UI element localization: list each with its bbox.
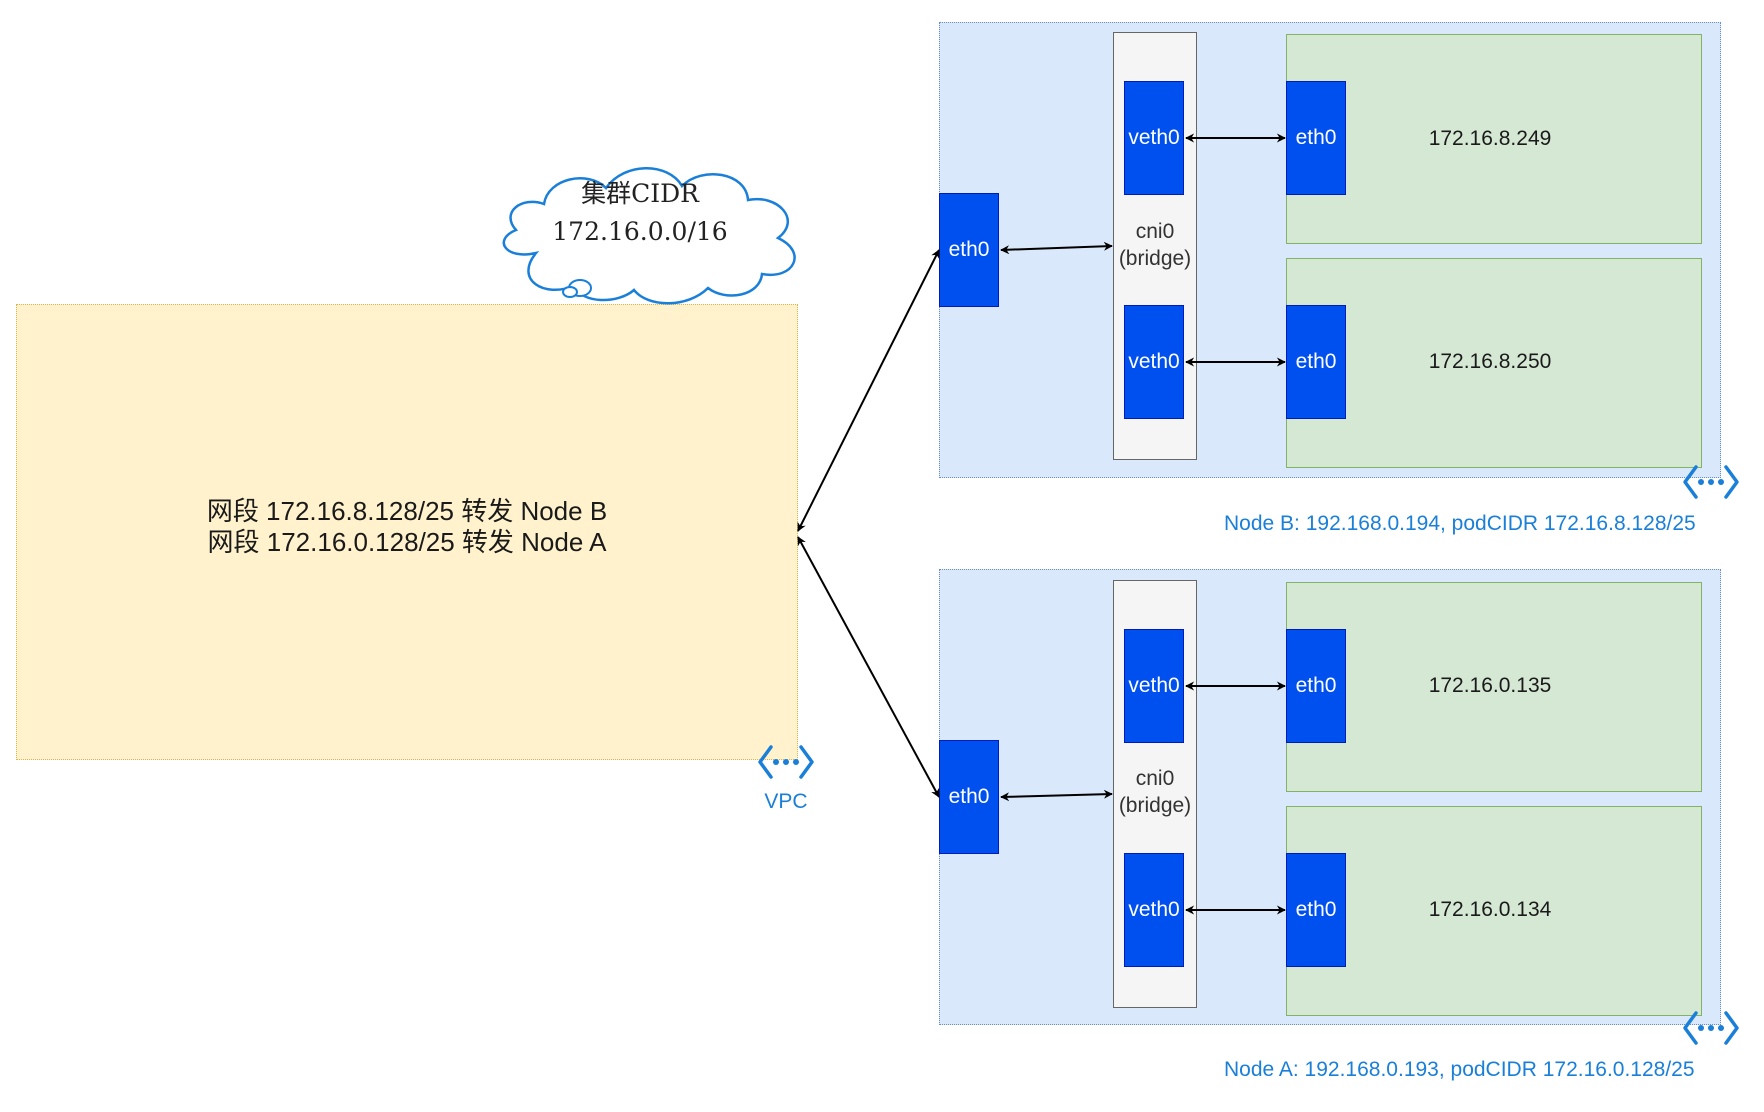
- node-b-eth0: eth0: [939, 193, 999, 307]
- node-b-pod-1: [1286, 34, 1702, 244]
- node-a-bridge-type: (bridge): [1118, 794, 1192, 817]
- node-b-bridge-type: (bridge): [1118, 247, 1192, 270]
- cluster-cidr-cloud: [478, 148, 818, 313]
- node-a-pod-2: [1286, 806, 1702, 1016]
- vpc-container: [16, 304, 798, 760]
- node-a-pod-1: [1286, 582, 1702, 792]
- route-node-b: 网段 172.16.8.128/25 转发 Node B: [206, 496, 608, 526]
- node-a-label: Node A: 192.168.0.193, podCIDR 172.16.0.…: [1224, 1058, 1695, 1081]
- node-b-bridge-name: cni0: [1135, 220, 1175, 243]
- route-node-a: 网段 172.16.0.128/25 转发 Node A: [207, 527, 607, 557]
- vpc-node-b-link: [797, 249, 940, 532]
- node-a-pod-2-ip: 172.16.0.134: [1428, 898, 1552, 921]
- node-a-veth-1: veth0: [1124, 629, 1184, 743]
- node-a-eth0: eth0: [939, 740, 999, 854]
- node-b-veth-1: veth0: [1124, 81, 1184, 195]
- node-b-veth-2: veth0: [1124, 305, 1184, 419]
- node-a-network-icon: [1682, 1008, 1740, 1053]
- node-b-pod-2-ip: 172.16.8.250: [1428, 350, 1552, 373]
- node-b-pod-2: [1286, 258, 1702, 468]
- node-b-label: Node B: 192.168.0.194, podCIDR 172.16.8.…: [1224, 512, 1696, 535]
- node-a-pod-1-eth0: eth0: [1286, 629, 1346, 743]
- node-a-bridge-name: cni0: [1135, 767, 1175, 790]
- vpc-label: VPC: [764, 790, 808, 813]
- node-a-pod-1-ip: 172.16.0.135: [1428, 674, 1552, 697]
- node-b-network-icon: [1682, 462, 1740, 507]
- node-b-eth-bridge-link: [1000, 241, 1113, 255]
- cluster-cidr-label: 集群CIDR: [581, 179, 699, 208]
- node-b-pod-1-eth0: eth0: [1286, 81, 1346, 195]
- cluster-cidr-value: 172.16.0.0/16: [552, 217, 728, 246]
- vpc-node-a-link: [797, 536, 940, 798]
- node-a-eth-bridge-link: [1000, 789, 1113, 802]
- node-a-veth-2: veth0: [1124, 853, 1184, 967]
- node-b-pod-2-eth0: eth0: [1286, 305, 1346, 419]
- node-a-pod-2-eth0: eth0: [1286, 853, 1346, 967]
- node-b-pod-1-ip: 172.16.8.249: [1428, 127, 1552, 150]
- vpc-routes: 网段 172.16.8.128/25 转发 Node B 网段 172.16.0…: [16, 496, 798, 558]
